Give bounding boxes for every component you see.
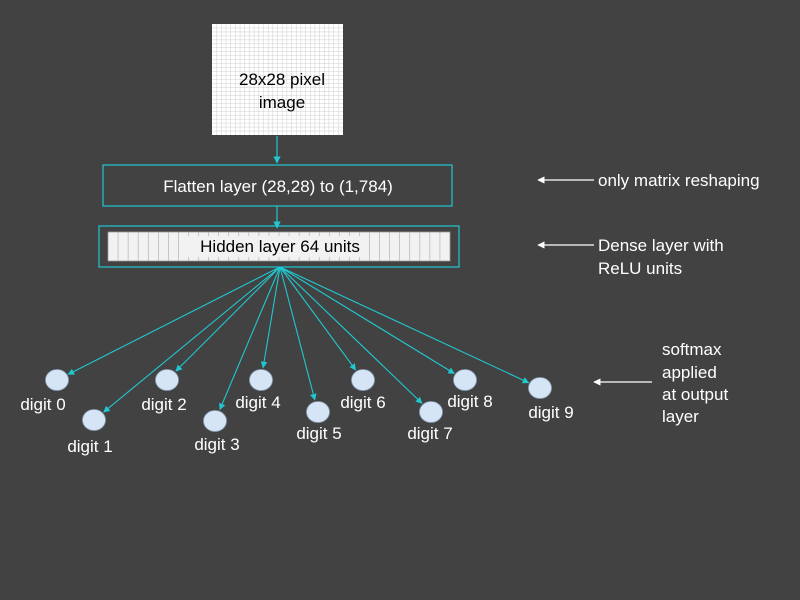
output-node-4: digit 4 <box>235 369 281 412</box>
output-node-label: digit 9 <box>528 403 573 422</box>
output-node-9: digit 9 <box>528 377 574 422</box>
output-node-circle <box>453 369 477 391</box>
output-node-circle <box>249 369 273 391</box>
output-node-0: digit 0 <box>20 369 69 414</box>
output-node-circle <box>419 401 443 423</box>
annotation-flatten-text: only matrix reshaping <box>598 171 760 190</box>
annotation-output-text-line4: layer <box>662 407 699 426</box>
annotation-output-text-line1: softmax <box>662 340 722 359</box>
connector-hidden-to-digit-1 <box>103 266 281 413</box>
annotation-output: softmax applied at output layer <box>593 340 728 426</box>
connector-hidden-to-digit-7 <box>279 266 423 404</box>
output-node-7: digit 7 <box>407 401 453 443</box>
connector-hidden-to-digit-6 <box>279 266 357 371</box>
output-node-circle <box>306 401 330 423</box>
hidden-layer-label-backdrop <box>188 236 368 257</box>
output-layer: digit 0 digit 1 digit 2 digit 3 digit 4 digit… <box>20 369 574 456</box>
annotation-output-text-line2: applied <box>662 363 717 382</box>
output-node-5: digit 5 <box>296 401 342 443</box>
hidden-to-output-connectors <box>67 266 530 413</box>
connector-hidden-to-digit-0 <box>67 266 281 375</box>
hidden-layer-label: Hidden layer 64 units <box>200 237 360 256</box>
flatten-layer-label: Flatten layer (28,28) to (1,784) <box>163 177 393 196</box>
flatten-layer: Flatten layer (28,28) to (1,784) <box>102 164 453 207</box>
annotation-flatten: only matrix reshaping <box>537 171 760 190</box>
output-node-label: digit 4 <box>235 393 280 412</box>
hidden-layer: Hidden layer 64 units <box>98 225 460 268</box>
input-image: 28x28 pixel image <box>212 24 343 135</box>
annotation-hidden-text-line1: Dense layer with <box>598 236 724 255</box>
pixel-grid <box>212 24 343 135</box>
annotation-output-text-line3: at output <box>662 385 728 404</box>
output-node-3: digit 3 <box>194 410 240 454</box>
output-node-label: digit 5 <box>296 424 341 443</box>
output-node-label: digit 2 <box>141 395 186 414</box>
output-node-circle <box>351 369 375 391</box>
input-image-label-line2: image <box>259 93 305 112</box>
output-node-label: digit 7 <box>407 424 452 443</box>
connector-hidden-to-digit-4 <box>260 266 281 369</box>
output-node-label: digit 1 <box>67 437 112 456</box>
output-node-circle <box>528 377 552 399</box>
output-node-6: digit 6 <box>340 369 386 412</box>
output-node-circle <box>203 410 227 432</box>
annotation-hidden: Dense layer with ReLU units <box>537 236 724 278</box>
connector-hidden-to-digit-3 <box>219 266 281 411</box>
connector-hidden-to-digit-5 <box>279 266 317 401</box>
output-node-label: digit 0 <box>20 395 65 414</box>
output-node-1: digit 1 <box>67 409 113 456</box>
connector-hidden-to-digit-9 <box>279 266 530 384</box>
output-node-8: digit 8 <box>447 369 493 411</box>
connector-hidden-to-digit-2 <box>175 266 281 372</box>
annotation-hidden-text-line2: ReLU units <box>598 259 682 278</box>
connector-hidden-to-digit-8 <box>279 266 455 374</box>
output-node-circle <box>82 409 106 431</box>
output-node-2: digit 2 <box>141 369 187 414</box>
output-node-label: digit 3 <box>194 435 239 454</box>
output-node-circle <box>45 369 69 391</box>
input-image-label-line1: 28x28 pixel <box>239 70 325 89</box>
output-node-label: digit 8 <box>447 392 492 411</box>
output-node-label: digit 6 <box>340 393 385 412</box>
output-node-circle <box>155 369 179 391</box>
